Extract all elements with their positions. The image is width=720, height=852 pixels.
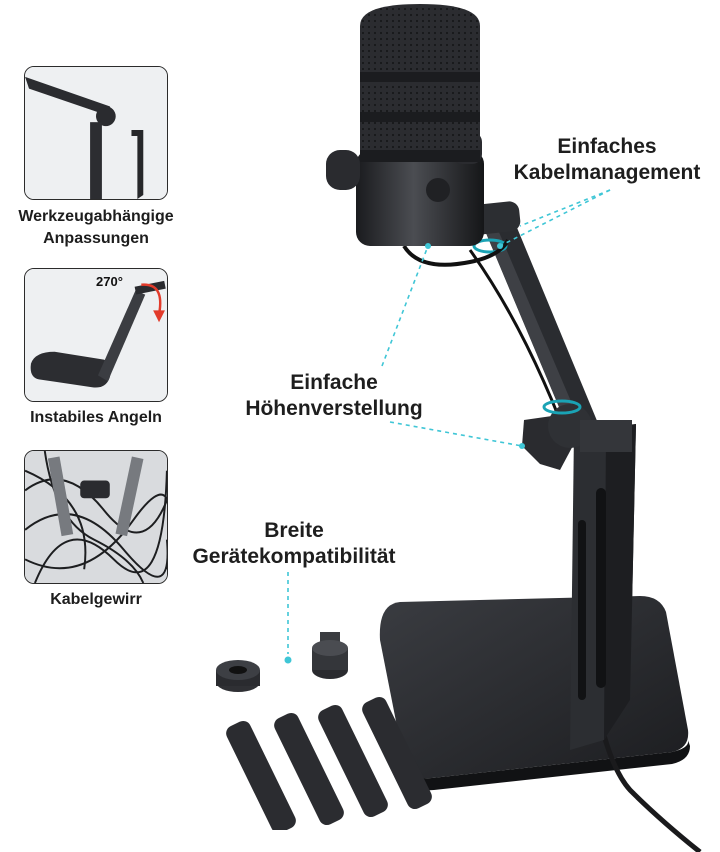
angle-label: 270° — [96, 274, 123, 289]
stand-arm — [468, 206, 600, 438]
caption-tool-adjustment: Werkzeugabhängige Anpassungen — [18, 208, 174, 247]
usb-cable — [597, 719, 702, 852]
accessories-illustration — [216, 632, 432, 830]
cable-straps — [226, 696, 432, 830]
height-adjust-knob — [522, 399, 632, 470]
thumb-tool-adjustment — [24, 66, 168, 200]
callout-device-compatibility: Breite Gerätekompatibilität — [192, 519, 396, 568]
callout-height-adjustment: Einfache Höhenverstellung — [245, 371, 423, 420]
thread-adapter-screw — [312, 632, 348, 679]
caption-unstable-angle: Instabiles Angeln — [30, 409, 162, 426]
caption-cable-tangle: Kabelgewirr — [50, 591, 142, 608]
thread-adapter-nut — [216, 660, 260, 692]
microphone — [326, 4, 484, 246]
tilting-stand-image — [25, 269, 167, 401]
callout-cable-management: Einfaches Kabelmanagement — [513, 135, 701, 184]
thumb-cable-tangle — [24, 450, 168, 584]
stand-column — [570, 424, 636, 750]
allen-wrench-joint-image — [25, 67, 167, 199]
thumb-unstable-angle — [24, 268, 168, 402]
tangled-cables-image — [25, 451, 167, 583]
